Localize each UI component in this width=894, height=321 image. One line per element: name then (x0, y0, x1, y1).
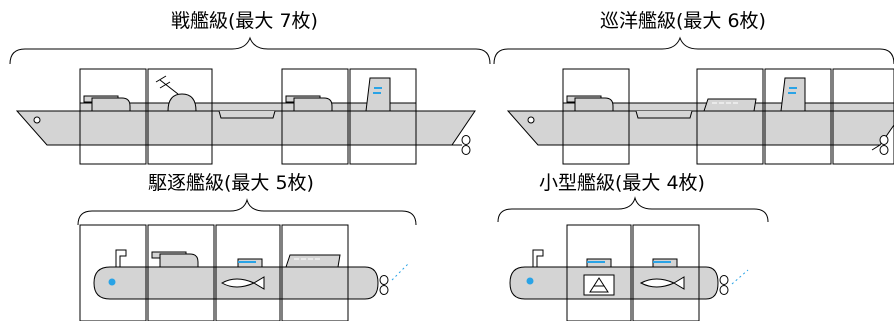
missile-launcher-icon (285, 254, 341, 268)
battleship-slot-3 (281, 68, 349, 165)
radar-antenna-icon (155, 75, 197, 112)
destroyer-slot-1 (79, 224, 147, 321)
wake-trail (731, 269, 749, 285)
sensor-dot-icon (108, 278, 116, 286)
funnel-icon (780, 77, 806, 112)
main-gun-turret-icon (566, 95, 614, 112)
propeller-icon (719, 275, 729, 295)
cruiser-brace (493, 36, 894, 65)
missile-launcher-icon (703, 98, 757, 112)
wake-trail (391, 263, 409, 281)
torpedo-icon (639, 276, 685, 290)
cruiser-slot-1 (562, 68, 630, 165)
cruiser-slot-3 (764, 68, 832, 165)
funnel-icon (365, 77, 391, 112)
cruiser-slot-4 (832, 68, 894, 165)
small-slot-2 (632, 224, 700, 321)
sonar-triangle-icon (583, 274, 615, 296)
propeller-icon (461, 135, 471, 155)
destroyer-slot-3 (215, 224, 281, 321)
cruiser-slot-2 (696, 68, 764, 165)
small-class-label: 小型艦級(最大 4枚) (539, 172, 705, 194)
hatch-icon (652, 258, 678, 268)
destroyer-diagram (77, 198, 417, 321)
porthole-icon (33, 116, 41, 124)
battleship-slot-2 (147, 68, 213, 165)
destroyer-class-label: 駆逐艦級(最大 5枚) (148, 172, 314, 194)
small-diagram (497, 196, 769, 321)
main-gun-turret-icon (151, 251, 199, 268)
destroyer-brace (77, 198, 417, 226)
cruiser-diagram (493, 36, 894, 165)
cruiser-deck-well (635, 110, 693, 119)
porthole-icon (527, 116, 535, 124)
battleship-diagram (9, 36, 491, 165)
small-brace (497, 196, 769, 223)
battleship-slot-1 (79, 68, 147, 165)
periscope-icon (532, 249, 544, 268)
main-gun-turret-icon (285, 95, 333, 112)
destroyer-slot-2 (147, 224, 215, 321)
propeller-icon (379, 275, 389, 295)
hatch-icon (586, 258, 612, 268)
cruiser-hull (506, 110, 894, 146)
cruiser-shaft (871, 144, 881, 151)
battleship-class-label: 戦艦級(最大 7枚) (171, 10, 318, 32)
sensor-dot-icon (526, 277, 534, 285)
small-slot-1 (566, 224, 632, 321)
cruiser-class-label: 巡洋艦級(最大 6枚) (600, 10, 766, 32)
main-gun-turret-icon (83, 95, 131, 112)
battleship-brace (9, 36, 491, 65)
battleship-slot-4 (349, 68, 417, 165)
hatch-icon (237, 258, 263, 268)
battleship-deck-well (218, 110, 276, 119)
torpedo-icon (220, 276, 265, 290)
periscope-icon (115, 249, 127, 268)
propeller-icon (879, 135, 889, 155)
destroyer-slot-4 (281, 224, 349, 321)
